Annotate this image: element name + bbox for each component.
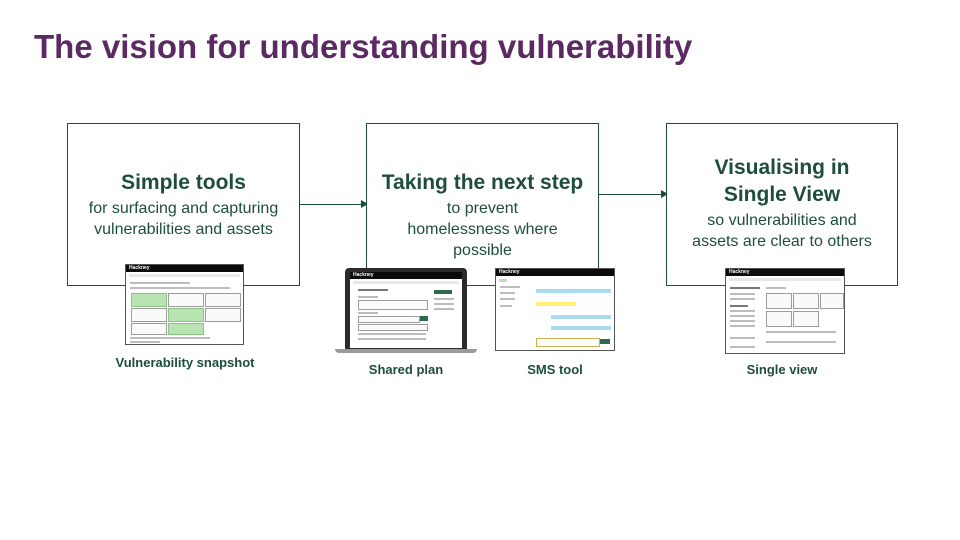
step-heading: Taking the next step (381, 171, 584, 194)
thumbnail-caption: SMS tool (527, 362, 583, 377)
thumbnail-caption: Shared plan (368, 362, 444, 377)
flow-arrow (599, 190, 668, 198)
step-box-simple-tools: Simple tools for surfacing and capturing… (67, 123, 300, 286)
step-box-next-step: Taking the next step to prevent homeless… (366, 123, 599, 286)
step-box-single-view: Visualising in Single View so vulnerabil… (666, 123, 898, 286)
single-view-screenshot: Hackney (725, 268, 845, 354)
sms-tool-screenshot: Hackney (495, 268, 615, 351)
step-description: to prevent homelessness where possible (407, 200, 558, 259)
thumbnail-caption: Single view (746, 362, 818, 377)
step-description: for surfacing and capturing vulnerabilit… (88, 200, 279, 238)
step-heading: Visualising in Single View (714, 156, 850, 206)
page-title: The vision for understanding vulnerabili… (34, 28, 693, 65)
thumbnail-caption: Vulnerability snapshot (115, 355, 255, 370)
flow-arrow (300, 200, 368, 208)
laptop-base (335, 349, 477, 353)
brand-logo: Hackney (129, 265, 150, 271)
vulnerability-snapshot-screenshot: Hackney (125, 264, 244, 345)
brand-logo: Hackney (353, 272, 374, 278)
step-heading: Simple tools (121, 171, 246, 194)
step-description: so vulnerabilities and assets are clear … (692, 212, 872, 250)
shared-plan-screenshot: Hackney (350, 272, 462, 348)
brand-logo: Hackney (729, 269, 750, 275)
brand-logo: Hackney (499, 269, 520, 275)
